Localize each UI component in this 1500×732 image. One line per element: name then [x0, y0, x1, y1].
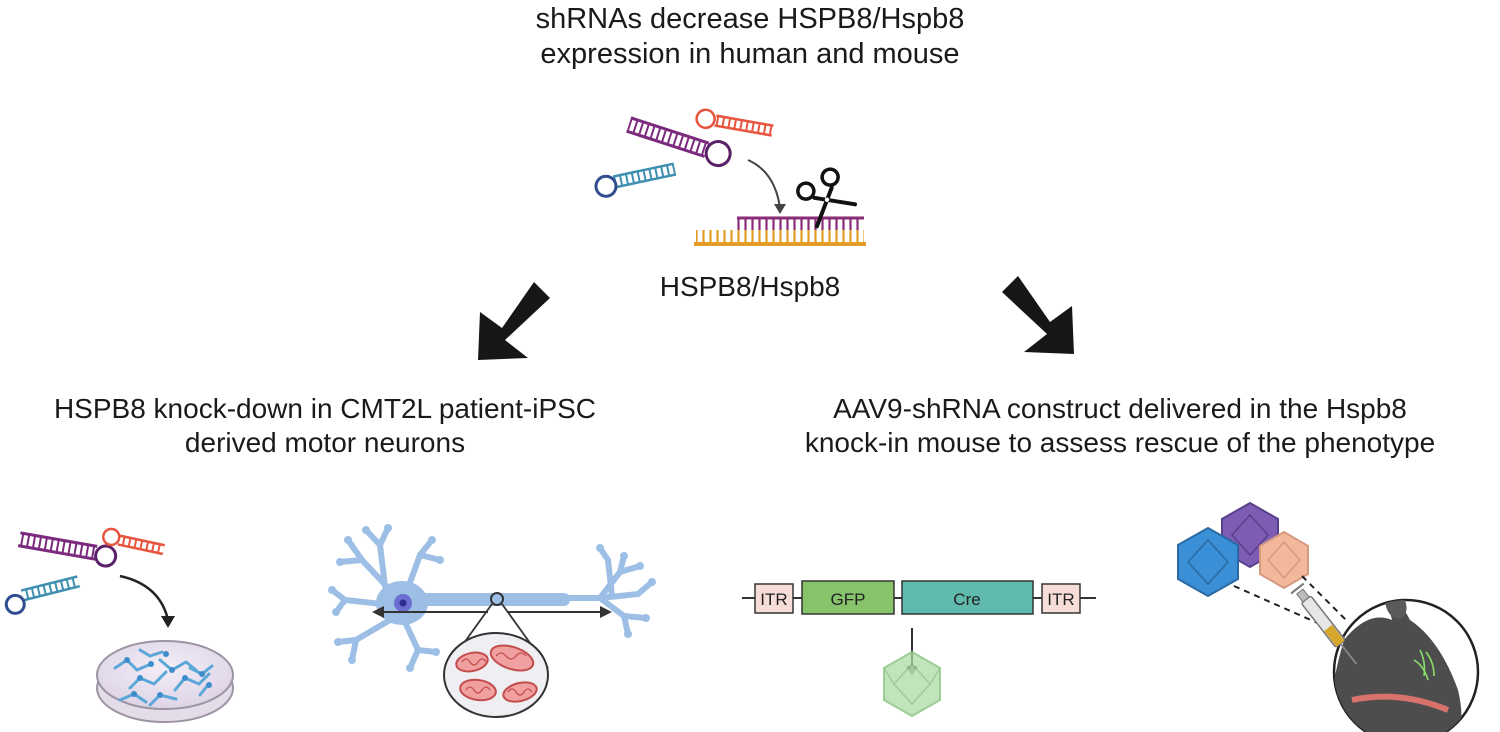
right-heading-line-2: knock-in mouse to assess rescue of the p…: [804, 427, 1436, 459]
left-branch-arrow-icon: [478, 282, 550, 360]
cre-box: [901, 580, 1034, 615]
target-gene-label: HSPB8/Hspb8: [659, 271, 841, 302]
shrna-hairpin-blue-icon: [594, 162, 677, 198]
mrna-duplex-icon: [694, 216, 866, 246]
binding-arrow-icon: [747, 159, 781, 209]
title-line-1: shRNAs decrease HSPB8/Hspb8: [535, 3, 965, 35]
gfp-label: GFP: [831, 590, 866, 609]
shrna-hairpin-purple-icon: [626, 116, 732, 168]
figure-title: shRNAs decrease HSPB8/Hspb8 expression i…: [350, 2, 1150, 73]
transfection-arrow-icon: [119, 574, 170, 621]
shrna-hairpin-orange-small-icon: [102, 527, 165, 556]
shrna-hairpin-orange-icon: [695, 108, 774, 137]
mitochondria-zoom-icon: [443, 632, 549, 718]
scissors-icon: [796, 167, 858, 229]
aav-capsid-green-icon: [883, 650, 941, 718]
gfp-box: [801, 580, 895, 615]
shrna-hairpin-blue-small-icon: [4, 575, 81, 615]
itr-left-label: ITR: [760, 590, 787, 609]
aav-capsid-peach-icon: [1259, 530, 1309, 590]
mouse-injection-circle-icon: [1332, 598, 1480, 732]
right-branch-heading: AAV9-shRNA construct delivered in the Hs…: [740, 392, 1500, 460]
title-line-2: expression in human and mouse: [540, 38, 960, 71]
cre-label: Cre: [953, 590, 980, 609]
itr-left-box: [754, 583, 794, 614]
left-branch-heading: HSPB8 knock-down in CMT2L patient-iPSC d…: [0, 392, 650, 460]
itr-right-label: ITR: [1047, 590, 1074, 609]
aav-construct-diagram: ITR GFP Cre ITR: [742, 580, 1096, 676]
syringe-icon: [1290, 582, 1358, 665]
aav-capsid-blue-icon: [1177, 526, 1239, 598]
right-heading-line-1: AAV9-shRNA construct delivered in the Hs…: [833, 393, 1407, 424]
left-heading-line-2: derived motor neurons: [184, 427, 466, 459]
shrna-hairpin-purple-small-icon: [17, 531, 118, 568]
cell-culture-dish-icon: [96, 640, 234, 723]
itr-right-box: [1041, 583, 1081, 614]
right-branch-arrow-icon: [1002, 276, 1074, 354]
left-heading-line-1: HSPB8 knock-down in CMT2L patient-iPSC: [53, 393, 597, 424]
